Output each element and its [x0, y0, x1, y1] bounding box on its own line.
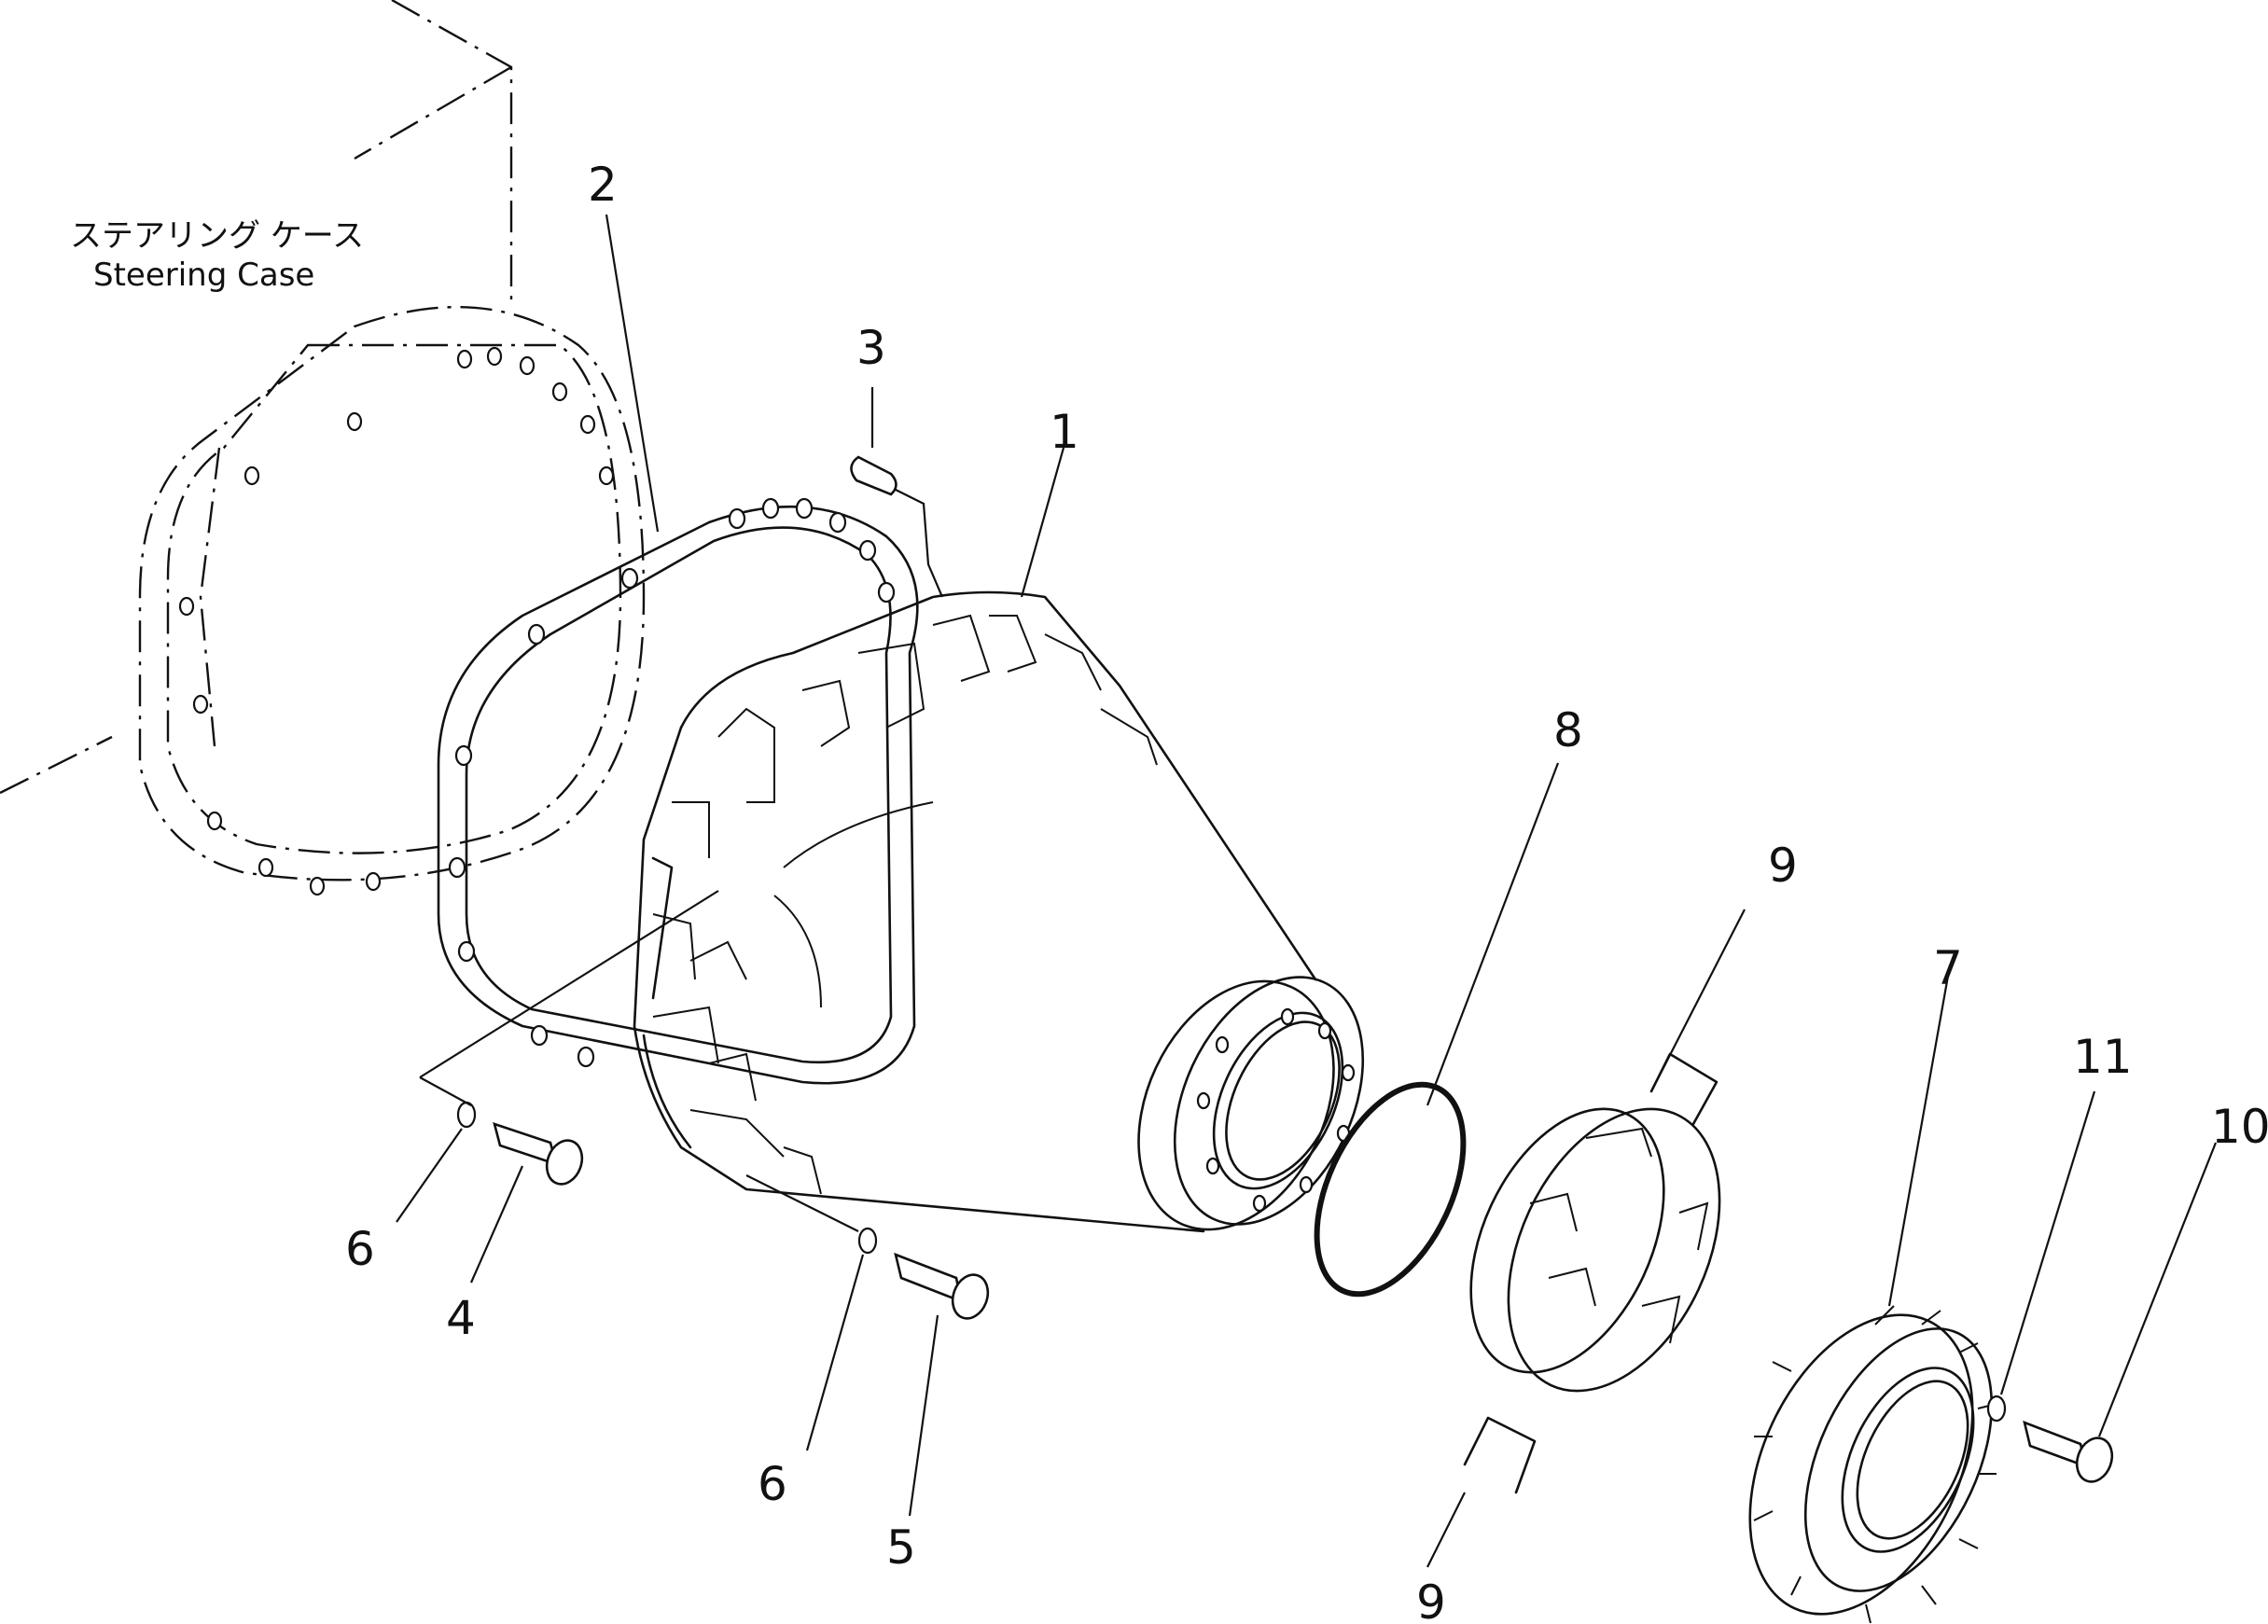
- callout-11: 11: [2073, 1030, 2133, 1084]
- bolt-10: [2023, 1420, 2114, 1483]
- gasket-outline: [437, 497, 919, 1085]
- callout-2: 2: [588, 158, 618, 212]
- o-ring: [1314, 1081, 1467, 1298]
- dowel-pin: [850, 455, 944, 598]
- cover: [1748, 1305, 1997, 1624]
- steering-case-outline: [0, 0, 646, 896]
- callout-9-lower: 9: [1416, 1575, 1446, 1624]
- bolt-5: [894, 1252, 990, 1320]
- final-drive-case: [633, 590, 1365, 1233]
- gasket-bolt-holes: [448, 497, 896, 1068]
- shim-pack: [1463, 1052, 1721, 1494]
- callout-4: 4: [446, 1291, 476, 1345]
- callout-1: 1: [1050, 405, 1079, 459]
- callout-7: 7: [1933, 941, 1963, 995]
- bolt-4: [493, 1122, 584, 1186]
- callout-5: 5: [886, 1520, 916, 1575]
- case-bolt-holes: [178, 346, 615, 896]
- callout-6-left: 6: [345, 1222, 375, 1276]
- callout-9-upper: 9: [1768, 839, 1798, 893]
- callout-numbers: 1 2 3 4 5 6 6 7 8 9 9 10 11: [345, 158, 2268, 1624]
- callout-leaders: [396, 214, 2218, 1568]
- steering-case-caption: ステアリング ケース Steering Case: [70, 217, 364, 294]
- callout-6-middle: 6: [758, 1457, 787, 1511]
- case-ribs: [652, 614, 1158, 1195]
- cover-ribs: [1753, 1305, 1997, 1624]
- washer-11: [1986, 1395, 2007, 1423]
- callout-3: 3: [856, 321, 886, 375]
- callout-10: 10: [2211, 1100, 2268, 1154]
- caption-english: Steering Case: [93, 257, 314, 294]
- washer-6-left: [456, 1101, 477, 1129]
- callout-8: 8: [1553, 703, 1583, 757]
- caption-japanese: ステアリング ケース: [70, 217, 364, 255]
- washer-6-middle: [857, 1227, 878, 1255]
